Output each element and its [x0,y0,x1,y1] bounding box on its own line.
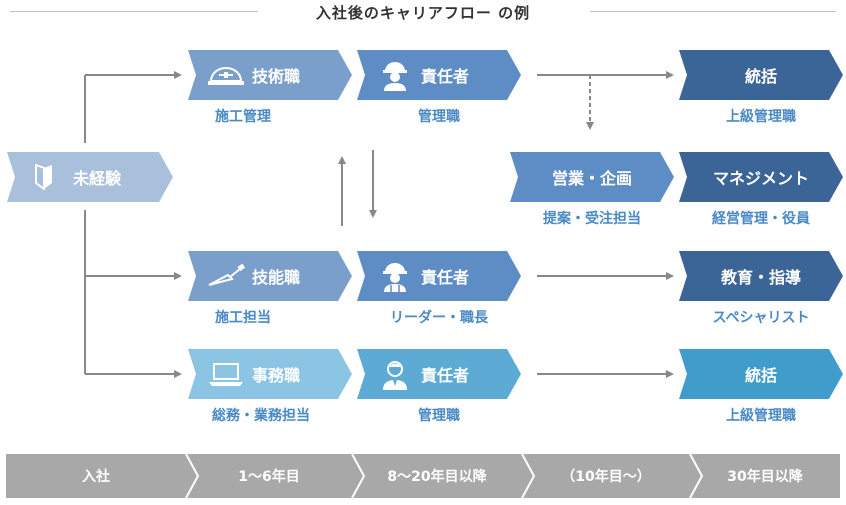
sales-end-box: マネジメント [679,152,843,202]
sales-end-label: マネジメント [712,169,809,188]
tech-end-sub: 上級管理職 [726,109,796,125]
sales-mid-sub: 提案・受注担当 [543,211,641,227]
office-end-sub: 上級管理職 [726,408,796,424]
beginner-mark-icon [29,162,59,192]
office-lead-sub: 管理職 [418,408,460,424]
office-job-box: 事務職 [188,349,352,399]
skill-job-label: 技能職 [252,268,301,287]
tech-lead-sub: 管理職 [418,109,460,125]
title-rule-left [10,11,258,12]
office-worker-icon [375,359,415,389]
trowel-icon [206,261,246,291]
office-end-box: 統括 [679,349,843,399]
laptop-icon [206,359,246,389]
page-title: 入社後のキャリアフロー の例 [315,4,531,22]
tech-job-label: 技術職 [252,67,301,86]
timeline-step: 1〜6年目 [238,469,300,485]
skill-job-box: 技能職 [188,251,352,301]
sales-mid-label: 営業・企画 [551,169,632,188]
tech-lead-box: 責任者 [357,50,521,100]
worker-icon [375,60,415,90]
skill-lead-box: 責任者 [357,251,521,301]
start-box: 未経験 [7,152,173,202]
skill-lead-label: 責任者 [421,268,470,287]
skill-lead-sub: リーダー・職長 [390,310,488,326]
timeline-step: （10年目〜） [561,469,651,485]
tech-lead-label: 責任者 [421,67,470,86]
timeline-separators [185,454,704,498]
career-timeline: 入社 1〜6年目 8〜20年目以降 （10年目〜） 30年目以降 [6,454,840,498]
office-lead-box: 責任者 [357,349,521,399]
worker-icon [375,261,415,291]
start-label: 未経験 [73,169,122,188]
tech-job-sub: 施工管理 [215,109,271,125]
tech-end-label: 統括 [744,67,777,86]
sales-mid-box: 営業・企画 [510,152,674,202]
skill-end-label: 教育・指導 [720,268,801,287]
tech-end-box: 統括 [679,50,843,100]
title-rule-right [590,11,836,12]
timeline-step: 8〜20年目以降 [387,469,487,485]
office-lead-label: 責任者 [421,366,470,385]
hardhat-icon [206,60,246,90]
tech-job-box: 技術職 [188,50,352,100]
office-job-label: 事務職 [252,366,301,385]
skill-end-sub: スペシャリスト [712,310,810,326]
sales-end-sub: 経営管理・役員 [712,211,810,227]
timeline-step: 入社 [82,469,110,485]
skill-job-sub: 施工担当 [215,310,271,326]
timeline-step: 30年目以降 [727,469,803,485]
skill-end-box: 教育・指導 [679,251,843,301]
office-end-label: 統括 [744,366,777,385]
office-job-sub: 総務・業務担当 [212,408,310,424]
